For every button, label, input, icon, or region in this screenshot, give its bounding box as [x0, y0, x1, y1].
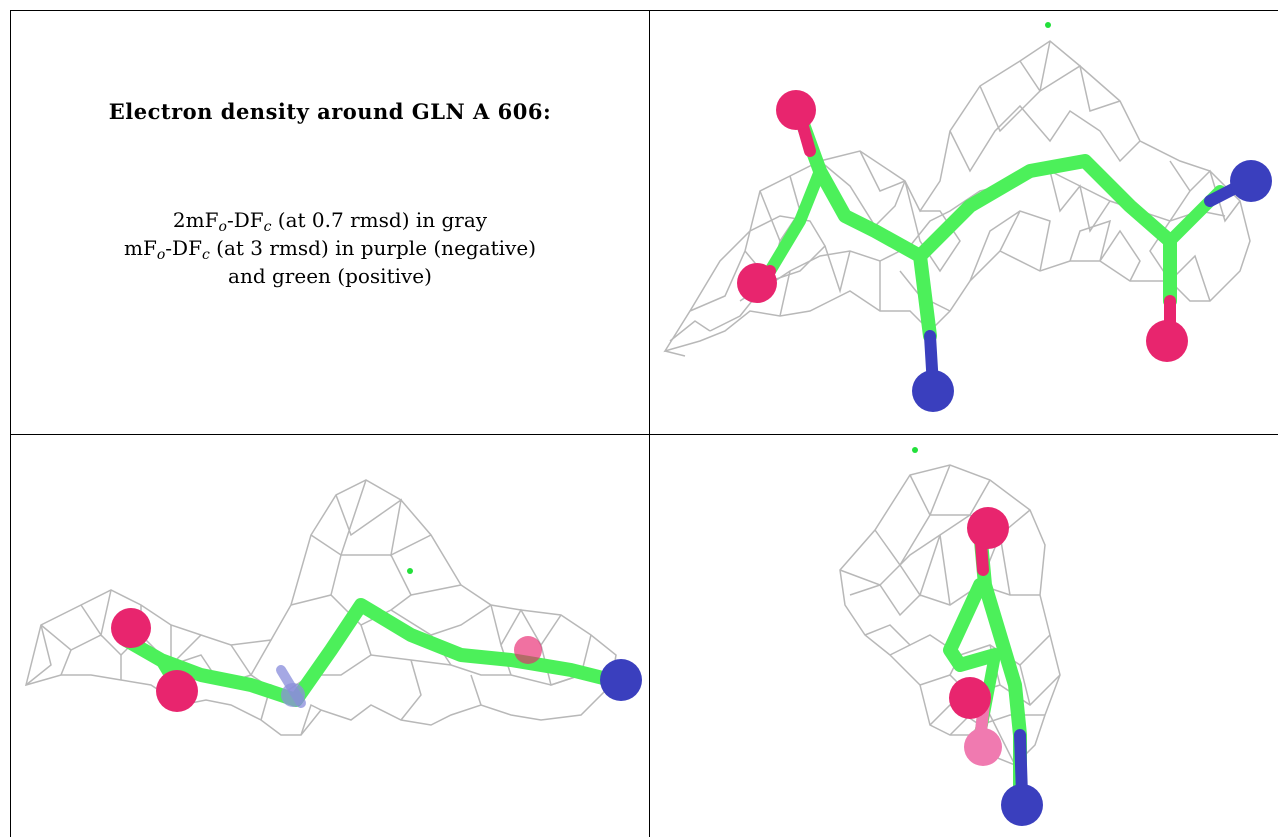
nitrogen-atom [1001, 784, 1043, 826]
line1-mid: -DF [226, 208, 264, 232]
view-bottom-right [650, 435, 1278, 837]
nitrogen-atom [912, 370, 954, 412]
oxygen-atom [967, 507, 1009, 549]
density-mesh [24, 479, 617, 736]
oxygen-atom [111, 608, 151, 648]
residue-model [111, 568, 642, 712]
caption-line-2: mFo-DFc (at 3 rmsd) in purple (negative) [11, 234, 649, 262]
oxygen-atom [949, 677, 991, 719]
residue-model [912, 447, 1043, 826]
caption-line-1: 2mFo-DFc (at 0.7 rmsd) in gray [11, 206, 649, 234]
caption-title: Electron density around GLN A 606: [108, 99, 552, 124]
nitrogen-atom [600, 659, 642, 701]
nitrogen-atom [1230, 160, 1272, 202]
density-mesh [663, 40, 1251, 357]
oxygen-atom [1146, 320, 1188, 362]
line1-sub-o: o [218, 219, 227, 235]
residue-model [737, 22, 1272, 412]
view-top-right [650, 11, 1278, 434]
density-mesh [839, 464, 1061, 766]
table-border-middle [10, 434, 1278, 435]
line1-pre: 2mF [172, 208, 219, 232]
oxygen-atom-hidden [514, 636, 542, 664]
figure-table: Electron density around GLN A 606: 2mFo-… [10, 10, 1278, 837]
table-border-top [10, 10, 1278, 11]
caption-line-3: and green (positive) [228, 264, 432, 288]
caption-description: 2mFo-DFc (at 0.7 rmsd) in gray mFo-DFc (… [11, 206, 649, 290]
line2-mid: -DF [165, 236, 202, 260]
line2-sub-o: o [156, 247, 166, 263]
positive-density-blob [1045, 22, 1051, 28]
line2-sub-c: c [201, 247, 210, 263]
positive-density-blob [912, 447, 918, 453]
line1-post: (at 0.7 rmsd) in gray [271, 208, 488, 232]
oxygen-atom [737, 263, 777, 303]
oxygen-atom [776, 90, 816, 130]
line1-sub-c: c [263, 219, 272, 235]
caption-cell: Electron density around GLN A 606: 2mFo-… [11, 11, 649, 434]
line2-post: (at 3 rmsd) in purple (negative) [209, 236, 536, 260]
oxygen-atom [156, 670, 198, 712]
positive-density-blob [407, 568, 413, 574]
oxygen-atom-hidden [964, 728, 1002, 766]
nitrogen-atom-hidden [281, 683, 305, 707]
table-border-center [649, 10, 650, 837]
view-bottom-left [11, 435, 649, 837]
line2-pre: mF [124, 236, 157, 260]
table-border-left [10, 10, 11, 837]
